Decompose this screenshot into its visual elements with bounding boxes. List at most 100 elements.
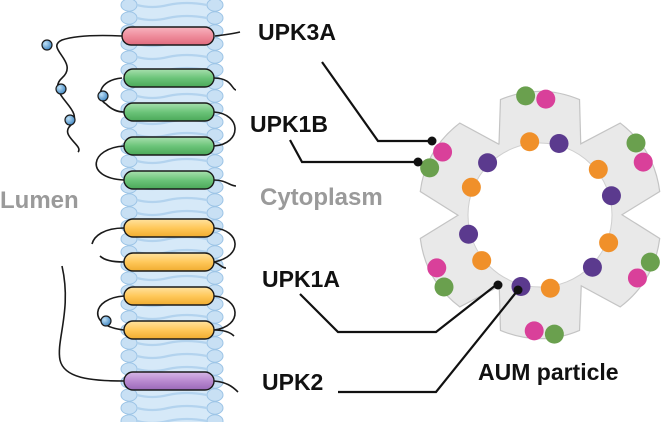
leader-dot-upk2 <box>513 285 523 295</box>
upk1b-helix-2 <box>123 102 215 122</box>
upk3a-luminal-domain <box>56 34 123 153</box>
lipid-head <box>206 388 224 402</box>
aum-subunit-dots <box>420 86 660 344</box>
lipid-tail <box>136 157 208 165</box>
transmembrane-helices <box>121 26 215 391</box>
lipid-head <box>206 349 224 363</box>
leader-endpoints <box>413 136 523 295</box>
aum-dot-orange <box>540 278 560 298</box>
lipid-head <box>120 193 138 207</box>
lipid-head <box>206 206 224 220</box>
upk1a-helix-2 <box>123 252 215 272</box>
upk1a-helix-3 <box>123 286 215 306</box>
aum-dot-orange <box>472 251 492 271</box>
upk1b-loop-c <box>213 111 236 147</box>
upk3a-helix <box>121 26 215 46</box>
lipid-tail <box>136 391 208 399</box>
upk2-helix <box>123 371 215 391</box>
upk1a-loop-e <box>213 295 236 331</box>
glycan-bead <box>55 83 67 95</box>
aum-dot-green <box>516 86 536 106</box>
leader-dot-upk1a <box>493 280 503 290</box>
aum-dot-green <box>640 252 660 272</box>
lipid-head <box>120 0 138 12</box>
lipid-tail <box>136 404 208 412</box>
aum-dot-magenta <box>633 152 653 172</box>
lipid-head <box>206 154 224 168</box>
upk3a-cytoplasmic-tail <box>214 31 241 37</box>
protein-loops <box>56 31 241 393</box>
lipid-head <box>120 271 138 285</box>
aum-dot-magenta <box>524 321 544 341</box>
aum-dot-magenta <box>536 89 556 109</box>
lipid-head <box>206 50 224 64</box>
lipid-head <box>206 0 224 12</box>
aum-dot-orange <box>588 159 608 179</box>
label-lumen: Lumen <box>0 187 79 214</box>
upk1a-loop-d <box>213 261 227 269</box>
upk2-luminal-domain <box>58 265 125 382</box>
leader-dot-upk3a <box>427 136 437 146</box>
glycan-bead <box>97 90 109 102</box>
aum-particle-pore <box>467 142 613 288</box>
lipid-tail <box>136 196 208 204</box>
glycan-bead <box>64 114 76 126</box>
lipid-head <box>120 11 138 25</box>
upk1a-helix-1 <box>123 218 215 238</box>
lipid-tail <box>136 1 208 9</box>
aum-dot-magenta <box>427 258 447 278</box>
label-upk3a: UPK3A <box>258 19 336 45</box>
aum-dot-green <box>544 324 564 344</box>
label-aum-particle: AUM particle <box>478 359 619 385</box>
aum-dot-magenta <box>433 142 453 162</box>
aum-dot-purple <box>601 186 621 206</box>
leader-upk3a <box>321 61 432 143</box>
lipid-head <box>206 271 224 285</box>
lipid-tail <box>136 365 208 373</box>
glycan-chain-icon <box>41 39 112 327</box>
lipid-head <box>206 401 224 415</box>
aum-dot-green <box>434 277 454 297</box>
aum-dot-purple <box>478 153 498 173</box>
upk1a-loop-a <box>213 227 236 263</box>
aum-dot-orange <box>520 132 540 152</box>
glycan-bead <box>41 39 53 51</box>
upk1b-helix-4 <box>123 170 215 190</box>
lipid-tail <box>136 352 208 360</box>
aum-dot-purple <box>459 224 479 244</box>
aum-particle-icon <box>419 86 661 344</box>
glycan-bead <box>100 315 112 327</box>
lipid-head <box>206 89 224 103</box>
lipid-head <box>120 401 138 415</box>
leader-upk2 <box>338 289 519 394</box>
leader-upk1a <box>299 284 497 334</box>
upk1a-loop-b <box>91 227 125 245</box>
lipid-tail <box>136 313 208 321</box>
lipid-head <box>120 206 138 220</box>
upk1a-loop-f <box>96 295 125 331</box>
leader-upk1b <box>289 139 418 164</box>
upk1b-helix-1 <box>123 68 215 88</box>
aum-dot-purple <box>549 133 569 153</box>
lipid-head <box>206 11 224 25</box>
lipid-tail <box>136 92 208 100</box>
upk1a-helix-4 <box>123 320 215 340</box>
lipid-tail <box>136 274 208 282</box>
lipid-head <box>120 89 138 103</box>
leader-dot-upk1b <box>413 157 423 167</box>
upk1b-loop-a <box>213 77 237 91</box>
lipid-head <box>206 193 224 207</box>
label-upk1a: UPK1A <box>262 266 340 292</box>
aum-dot-purple <box>582 257 602 277</box>
lipid-head <box>120 50 138 64</box>
aum-dot-orange <box>461 177 481 197</box>
upk1b-loop-b <box>99 77 125 113</box>
upk1b-helix-3 <box>123 136 215 156</box>
lipid-bilayer-icon <box>120 0 224 422</box>
lipid-tail <box>136 209 208 217</box>
aum-dot-green <box>626 133 646 153</box>
lipid-tail <box>136 14 208 22</box>
lipid-tail <box>136 53 208 61</box>
upk2-cytoplasmic-tail <box>213 380 239 393</box>
